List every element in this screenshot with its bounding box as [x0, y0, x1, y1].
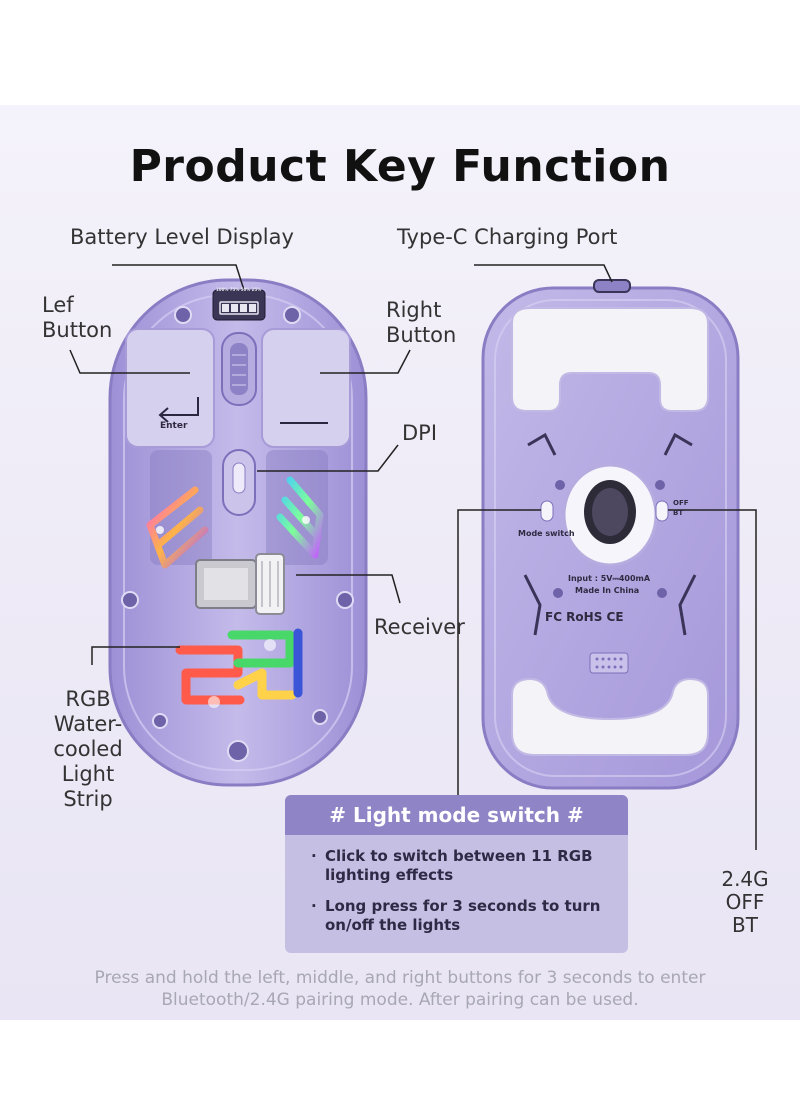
- mode-values-label: 2.4G OFF BT: [710, 868, 780, 937]
- dpi-label: DPI: [402, 421, 438, 445]
- leader-lines: [69, 264, 757, 850]
- left-button-label: Lef Button: [42, 293, 112, 343]
- right-button-label-line1: Right: [386, 298, 442, 322]
- light-mode-bullet-2: Long press for 3 seconds to turn on/off …: [311, 897, 615, 935]
- rgb-strip-label: RGB Water- cooled Light Strip: [40, 687, 136, 812]
- battery-level-display-label: Battery Level Display: [70, 225, 294, 249]
- mode-value-24g: 2.4G: [721, 867, 769, 891]
- right-button-label-line2: Button: [386, 323, 457, 347]
- rgb-strip-line4: Light: [61, 762, 115, 786]
- light-mode-bullet-1: Click to switch between 11 RGB lighting …: [311, 847, 615, 885]
- mouse-illustrations: [69, 264, 757, 850]
- off-print: OFF: [673, 499, 689, 507]
- enter-keycap-text: Enter: [160, 421, 188, 431]
- light-mode-switch-heading: # Light mode switch #: [285, 795, 628, 835]
- input-rating-print: Input : 5V⎓400mA: [568, 574, 651, 583]
- right-button-label: Right Button: [386, 298, 456, 348]
- mode-switch-print: Mode switch: [518, 529, 575, 538]
- mouse-bottom-view: [481, 279, 740, 790]
- certifications-print: FC RoHS CE: [545, 610, 624, 624]
- rgb-strip-line3: cooled: [53, 737, 123, 761]
- mode-value-bt: BT: [732, 913, 758, 937]
- product-infographic: Product Key Function: [0, 105, 800, 1020]
- left-button-label-line1: Lef: [42, 293, 74, 317]
- bt-print: BT: [673, 509, 684, 517]
- mode-value-off: OFF: [725, 890, 765, 914]
- rgb-strip-line5: Strip: [63, 787, 113, 811]
- battery-scale-text: 100% 75% 50% 25%: [216, 287, 262, 292]
- type-c-port-label: Type-C Charging Port: [397, 225, 618, 249]
- pairing-footnote: Press and hold the left, middle, and rig…: [94, 968, 706, 1010]
- receiver-label: Receiver: [374, 615, 465, 639]
- rgb-strip-line1: RGB: [65, 687, 111, 711]
- made-in-print: Made In China: [575, 586, 640, 595]
- rgb-strip-line2: Water-: [53, 712, 123, 736]
- mouse-top-view: [108, 278, 368, 787]
- page-title: Product Key Function: [129, 141, 671, 192]
- left-button-label-line2: Button: [42, 318, 113, 342]
- light-mode-switch-box: # Light mode switch # Click to switch be…: [285, 795, 628, 953]
